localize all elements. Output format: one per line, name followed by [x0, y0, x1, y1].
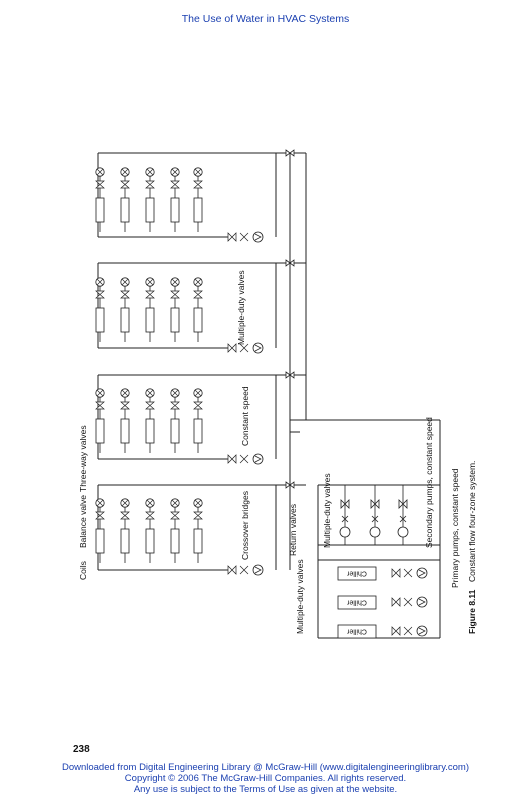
page-number: 238: [73, 744, 90, 755]
footer-line-3: Any use is subject to the Terms of Use a…: [133, 784, 398, 795]
return-valves: [285, 149, 295, 489]
chiller-units: Chiller Chiller Chiller: [337, 566, 428, 639]
primary-pumps-label: Primary pumps, constant speed: [450, 468, 460, 588]
footer-notice: Downloaded from Digital Engineering Libr…: [0, 762, 531, 795]
secondary-pumps-label: Secondary pumps, constant speed: [424, 417, 434, 548]
three-way-valves-label: Three-way valves: [78, 425, 88, 492]
multiple-duty-valves-zone-label: Multiple-duty valves: [236, 270, 246, 345]
chiller-label: Chiller: [346, 570, 367, 577]
chiller-label: Chiller: [346, 599, 367, 606]
secondary-pumps: [339, 485, 409, 545]
footer-line-2: Copyright © 2006 The McGraw-Hill Compani…: [124, 773, 407, 784]
multiple-duty-valves-secondary-label: Multiple-duty valves: [322, 473, 332, 548]
crossover-bridges-label: Crossover bridges: [240, 491, 250, 560]
return-valves-label: Return valves: [288, 504, 298, 556]
multiple-duty-valves-primary-label: Multiple-duty valves: [295, 559, 305, 634]
zone-coils: [95, 167, 203, 564]
running-header: The Use of Water in HVAC Systems: [181, 13, 350, 25]
balance-valve-label: Balance valve: [78, 495, 88, 548]
coils-label: Coils: [78, 561, 88, 580]
footer-line-1: Downloaded from Digital Engineering Libr…: [61, 762, 470, 773]
constant-speed-label: Constant speed: [240, 386, 250, 446]
chiller-label: Chiller: [346, 628, 367, 635]
figure-caption-label: Figure 8.11: [467, 589, 477, 634]
figure-caption-text: Constant flow four-zone system.: [467, 461, 477, 582]
